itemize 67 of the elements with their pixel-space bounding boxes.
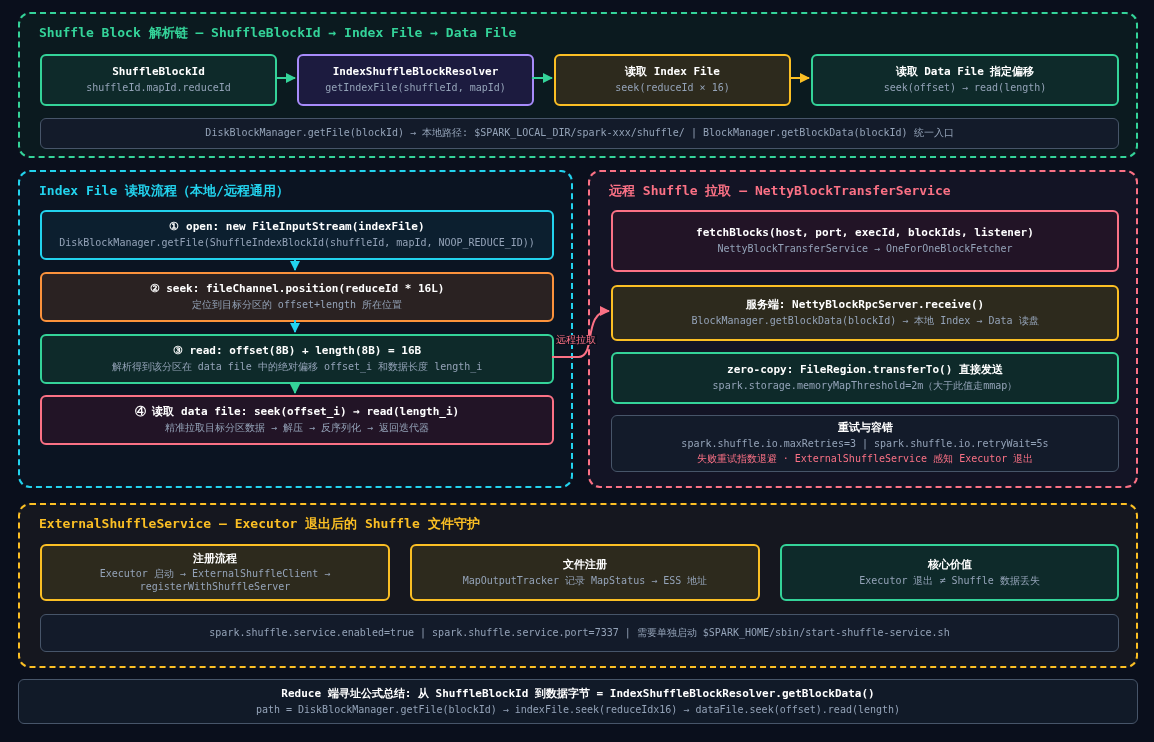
box-detail: 定位到目标分区的 offset+length 所在位置: [191, 299, 403, 312]
box-detail: getIndexFile(shuffleId, mapId): [325, 82, 506, 95]
box-title: ② seek: fileChannel.position(reduceId * 16L): [149, 282, 445, 297]
group-panel: [18, 503, 1138, 668]
process-box: [554, 54, 791, 106]
box-title: zero-copy: FileRegion.transferTo() 直接发送: [727, 363, 1003, 378]
arrow: [788, 73, 810, 83]
arrow: [274, 73, 296, 83]
warning-note: 失败重试指数退避 · ExternalShuffleService 感知 Executor 退出: [696, 453, 1034, 466]
box-detail: DiskBlockManager.getFile(ShuffleIndexBlockId(shuffleId, mapId, NOOP_REDUCE_ID)): [59, 237, 535, 250]
box-title: 文件注册: [563, 557, 607, 572]
arrow: [290, 257, 300, 271]
box-detail: shuffleId.mapId.reduceId: [86, 82, 231, 95]
process-box: [811, 54, 1119, 106]
box-detail: NettyBlockTransferService → OneForOneBlockFetcher: [717, 243, 1013, 256]
box-detail: DiskBlockManager.getFile(blockId) → 本地路径: $SPARK_LOCAL_DIR/spark-xxx/shuffle/ | BlockManager.getBlockData(blockId) 统一入口: [205, 127, 954, 140]
process-box: [40, 210, 554, 260]
box-detail: Executor 启动 → ExternalShuffleClient → registerWithShuffleServer: [98, 568, 332, 594]
process-box: [40, 272, 554, 322]
process-box: [780, 544, 1119, 601]
box-title: ③ read: offset(8B) + length(8B) = 16B: [172, 344, 422, 359]
group-title: Shuffle Block 解析链 — ShuffleBlockId → Index File → Data File: [39, 24, 517, 42]
box-title: 读取 Index File: [625, 65, 720, 80]
arrow: [551, 307, 610, 358]
arrow: [290, 381, 300, 394]
box-title: fetchBlocks(host, port, execId, blockIds, listener): [696, 226, 1034, 241]
box-detail: Executor 退出 ≠ Shuffle 数据丢失: [859, 574, 1040, 588]
box-detail: seek(reduceId × 16): [615, 82, 730, 95]
process-box: [410, 544, 760, 601]
process-box: [18, 679, 1138, 724]
box-detail: spark.shuffle.io.maxRetries=3 | spark.shuffle.io.retryWait=5s: [681, 437, 1049, 451]
group-title: Index File 读取流程（本地/远程通用）: [39, 182, 289, 200]
process-box: [611, 415, 1119, 472]
process-box: [611, 210, 1119, 272]
group-title: ExternalShuffleService — Executor 退出后的 Shuffle 文件守护: [39, 515, 480, 533]
process-box: [40, 614, 1119, 652]
process-box: [40, 54, 277, 106]
box-detail: spark.shuffle.service.enabled=true | spark.shuffle.service.port=7337 | 需要单独启动 $SPARK_HOME/sbin/start-shuffle-service.sh: [209, 626, 950, 640]
box-title: 读取 Data File 指定偏移: [895, 65, 1035, 80]
process-box: [40, 544, 390, 601]
arrow: [531, 73, 553, 83]
process-box: [40, 334, 554, 384]
box-title: IndexShuffleBlockResolver: [332, 65, 499, 80]
box-title: Reduce 端寻址公式总结: 从 ShuffleBlockId 到数据字节 = IndexShuffleBlockResolver.getBlockData(): [281, 686, 875, 701]
box-title: 核心价值: [927, 557, 972, 572]
box-detail: 解析得到该分区在 data file 中的绝对偏移 offset_i 和数据长度 length_i: [111, 361, 483, 374]
arrow: [290, 319, 300, 333]
box-detail: MapOutputTracker 记录 MapStatus → ESS 地址: [462, 574, 708, 588]
process-box: [40, 395, 554, 445]
box-title: ④ 读取 data file: seek(offset_i) → read(length_i): [134, 405, 460, 420]
box-detail: path = DiskBlockManager.getFile(blockId) → indexFile.seek(reduceIdx16) → dataFile.seek(offset).read(length): [255, 703, 901, 717]
group-title: 远程 Shuffle 拉取 — NettyBlockTransferService: [609, 182, 951, 200]
box-detail: seek(offset) → read(length): [883, 82, 1047, 95]
box-detail: 精准拉取目标分区数据 → 解压 → 反序列化 → 返回迭代器: [164, 422, 430, 435]
box-title: ① open: new FileInputStream(indexFile): [169, 220, 425, 235]
box-title: 服务端: NettyBlockRpcServer.receive(): [745, 298, 985, 313]
box-title: 重试与容错: [837, 421, 893, 435]
process-box: [40, 118, 1119, 149]
box-detail: BlockManager.getBlockData(blockId) → 本地 Index → Data 读盘: [691, 315, 1039, 328]
box-title: 注册流程: [193, 551, 237, 566]
group-panel: [18, 12, 1138, 158]
process-box: [611, 352, 1119, 404]
process-box: [297, 54, 534, 106]
process-box: [611, 285, 1119, 341]
box-title: ShuffleBlockId: [112, 65, 205, 80]
box-detail: spark.storage.memoryMapThreshold=2m（大于此值走mmap）: [712, 380, 1018, 393]
edge-label: 远程拉取: [555, 335, 597, 345]
